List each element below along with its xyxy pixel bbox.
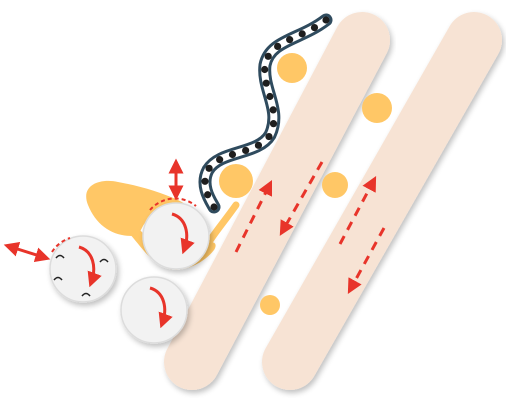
chain-bead [261,66,268,73]
cargo-blob [277,53,307,83]
chain-bead [201,178,208,185]
rotor-disc-icon [121,277,187,343]
chain-bead [311,24,318,31]
chain-bead [242,147,249,154]
chain-bead [270,120,277,127]
chain-bead [205,165,212,172]
rotor-disc-icon [143,203,209,269]
cargo-blob [362,93,392,123]
chain-bead [299,30,306,37]
chain-bead [270,106,277,113]
chain-bead [265,133,272,140]
chain-bead [229,151,236,158]
chain-bead [210,203,217,210]
horizontal-double-arrow-icon [8,246,46,258]
chain-bead [255,142,262,149]
chain-bead [274,43,281,50]
filament-group [192,40,474,362]
chain-bead [266,93,273,100]
cargo-blob [219,164,253,198]
cargo-blob [322,172,348,198]
chain-bead [322,16,329,23]
cargo-blob [260,295,280,315]
chain-bead [286,36,293,43]
chain-bead [216,156,223,163]
rotor-disc-icon [50,236,116,302]
chain-bead [265,53,272,60]
chain-bead [204,191,211,198]
chain-bead [263,80,270,87]
